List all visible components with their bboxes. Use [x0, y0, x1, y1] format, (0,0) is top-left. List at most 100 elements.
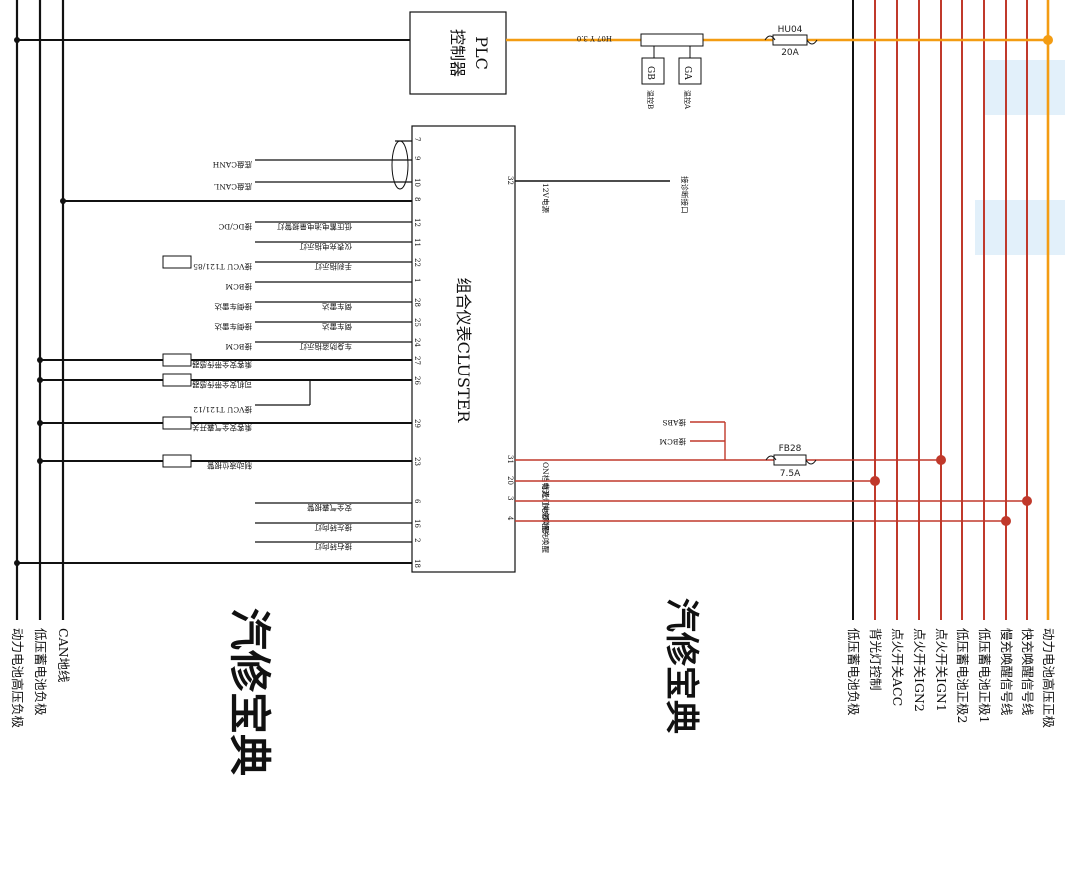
cluster-pin-destination: 接DC/DC [218, 222, 252, 232]
junction-dot [37, 458, 43, 464]
plc-subtitle: 控制器 [448, 29, 467, 77]
cluster-pin-number: 25 [413, 318, 421, 327]
fuse-hu04-name: HU04 [778, 25, 803, 35]
cluster-pin-number: 7 [413, 137, 421, 141]
cluster-pin-destination: 接诊断接口 [680, 176, 690, 214]
cluster-left-wires: 79底盘CANH10底盘CANL812低压蓄电池电量报警灯接DC/DC11仪表充… [14, 137, 421, 568]
cluster-pin-destination: 乘客安全气囊开关 [192, 423, 252, 433]
cluster-pin-number: 2 [413, 538, 421, 542]
cluster-pin-number: 4 [506, 516, 514, 521]
cluster-pin-destination: 接倒车雷达 [214, 322, 252, 332]
fuse-hu04-rating: 20A [781, 48, 799, 58]
plc-wire-code: H07 Y 3.0 [577, 34, 612, 42]
watermark-left: 汽修宝典 [225, 608, 274, 776]
left-buses [15, 0, 65, 620]
switch-symbol [162, 416, 192, 430]
abs-bcm-branch: 接ABS 接BCM [659, 418, 726, 460]
right-bus-label: 低压蓄电池正极1 [977, 628, 992, 723]
cluster-pin-signal: 接左转向灯 [314, 523, 352, 533]
junction-dot [1043, 35, 1053, 45]
cluster-pin-signal: 12V电源 [541, 183, 551, 213]
switch-symbol [162, 454, 192, 468]
right-bus-label: 动力电池高压正极 [1041, 628, 1056, 729]
junction-dot [37, 377, 43, 383]
cluster-pin-number: 23 [413, 457, 421, 466]
fuse-fb28-rating: 7.5A [780, 469, 801, 479]
right-bus-label: 慢充唤醒信号线 [999, 628, 1014, 716]
bcm-label: 接BCM [659, 437, 686, 447]
cluster-pin-destination: 乘客安全带传感器 [192, 360, 252, 370]
cluster-pin-number: 1 [413, 278, 421, 282]
cluster-pin-number: 16 [413, 519, 421, 528]
cluster-pin-number: 18 [413, 559, 421, 568]
cluster-pin-signal: 手刹指示灯 [314, 262, 352, 272]
cluster-title: 组合仪表CLUSTER [454, 278, 473, 424]
faint-watermark-shapes [975, 60, 1065, 255]
relay-ga-caption: 温控A [683, 90, 692, 110]
cluster-pin-signal: 低压蓄电池电量报警灯 [277, 222, 352, 232]
cluster-pin-number: 26 [413, 376, 421, 385]
cluster-pin-destination: 接BCM [225, 342, 252, 352]
right-bus-label: 点火开关IGN1 [934, 628, 949, 712]
fuse-fb28-name: FB28 [779, 444, 802, 454]
cluster-pin-signal: 倒车雷达 [322, 302, 352, 312]
cluster-pin-number: 12 [413, 218, 421, 227]
cluster-pin-signal: 背光灯电源 [541, 483, 551, 521]
junction-dot [60, 198, 66, 204]
junction-dot [936, 455, 946, 465]
junction-dot [1001, 516, 1011, 526]
cluster-pin-number: 22 [413, 258, 421, 267]
cluster-pin-signal: 慢充唤醒 [541, 523, 551, 553]
cluster-block: 组合仪表CLUSTER [411, 125, 516, 573]
cluster-pin-number: 31 [506, 455, 514, 464]
cluster-pin-number: 20 [506, 476, 514, 485]
relay-gb-label: GB [645, 66, 655, 80]
left-bus-label: CAN地线 [56, 628, 71, 683]
left-bus-label: 低压蓄电池负极 [33, 628, 48, 716]
junction-dot [14, 560, 20, 566]
fuse-hu04: HU04 20A [764, 25, 818, 58]
cluster-pin-number: 8 [413, 197, 421, 201]
cluster-pin-destination: 司机安全带传感器 [192, 380, 252, 390]
relay-gb-caption: 温控B [646, 90, 655, 109]
cluster-pin-destination: 接VCU T121/12 [193, 405, 252, 415]
cluster-pin-signal: 倒车雷达 [322, 322, 352, 332]
right-bus-label: 低压蓄电池正极2 [955, 628, 970, 723]
plc-title: PLC [472, 36, 491, 70]
cluster-pin-destination: 底盘CANL [214, 182, 252, 192]
abs-label: 接ABS [662, 418, 686, 428]
cluster-pin-number: 32 [506, 176, 514, 185]
cluster-pin-number: 3 [506, 496, 514, 500]
sensor-symbol [162, 373, 192, 387]
cluster-pin-destination: 制动液位报警 [207, 461, 252, 471]
right-bus-label: 背光灯控制 [868, 628, 883, 691]
cluster-pin-signal: 快充唤醒 [541, 503, 551, 533]
cluster-pin-signal: 接右转向灯 [314, 542, 352, 552]
right-bus-label: 低压蓄电池负极 [846, 628, 861, 716]
junction-dot [37, 357, 43, 363]
junction-dot [37, 420, 43, 426]
relay-ga-label: GA [682, 66, 692, 80]
cluster-pin-number: 24 [413, 338, 421, 347]
cluster-pin-signal: 仪表充电指示灯 [299, 242, 352, 252]
left-bus-labels: 动力电池高压负极低压蓄电池负极 CAN地线 [10, 628, 71, 729]
cluster-right-wires: 3212V电源接诊断接口31ON档电源20背光灯电源3快充唤醒4慢充唤醒 [506, 176, 1032, 553]
fuse-fb28: FB28 7.5A [765, 444, 817, 479]
left-bus-label: 动力电池高压负极 [10, 628, 25, 729]
right-bus-labels: 低压蓄电池负极背光灯控制点火开关ACC 点火开关IGN2 点火开关IGN1 低压蓄电池… [846, 628, 1056, 729]
cluster-pin-number: 6 [413, 499, 421, 504]
right-buses [852, 0, 1050, 620]
plc-block: PLC 控制器 [409, 11, 507, 95]
right-bus-label: 快充唤醒信号线 [1020, 628, 1035, 716]
sensor-symbol [162, 353, 192, 367]
cluster-pin-number: 28 [413, 298, 421, 307]
cluster-pin-destination: 接VCU T121/85 [193, 262, 252, 272]
cluster-pin-number: 9 [413, 156, 421, 160]
right-bus-label: 点火开关ACC [890, 628, 905, 706]
right-bus-label: 点火开关IGN2 [912, 628, 927, 712]
cluster-pin-destination: 接倒车雷达 [214, 302, 252, 312]
junction-dot [870, 476, 880, 486]
cluster-pin-number: 11 [413, 238, 421, 247]
cluster-pin-destination: 底盘CANH [212, 160, 252, 170]
